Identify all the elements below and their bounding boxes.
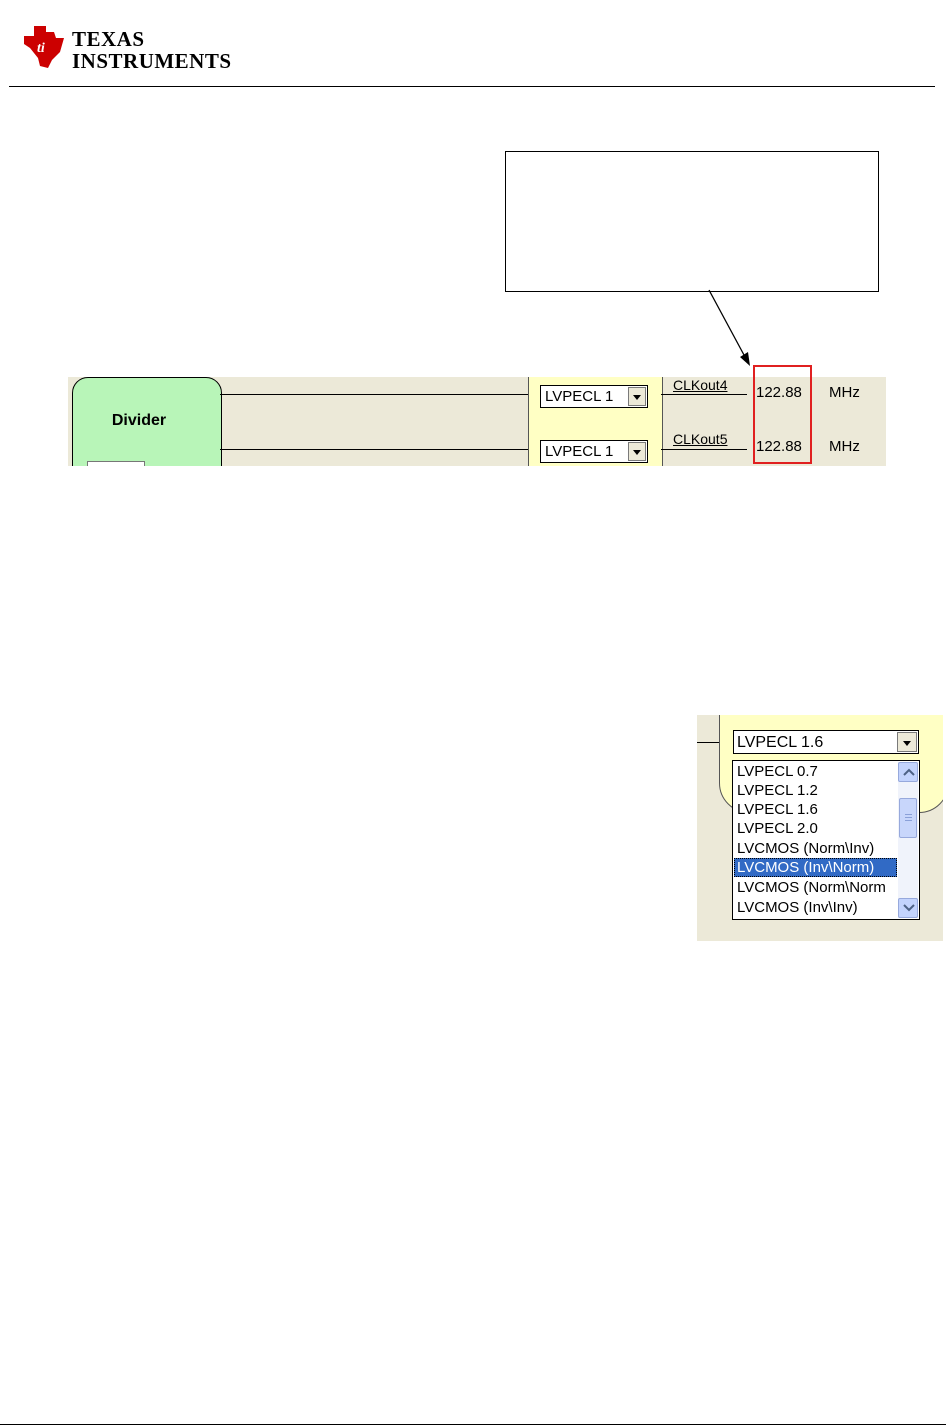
- ti-logo-icon: ti: [24, 26, 64, 68]
- divider-block[interactable]: Divider: [72, 377, 222, 466]
- frequency-highlight-box: [753, 365, 812, 464]
- format-option[interactable]: LVCMOS (Norm\Norm: [737, 879, 886, 896]
- logo-word-instruments: INSTRUMENTS: [72, 49, 232, 73]
- format-combo-value: LVPECL 1.6: [737, 734, 824, 751]
- clkout4-label: CLKout4: [673, 377, 728, 393]
- format-options-list[interactable]: LVPECL 0.7 LVPECL 1.2 LVPECL 1.6 LVPECL …: [732, 760, 920, 920]
- clkout4-line: [661, 394, 747, 395]
- divider-value-field[interactable]: [87, 461, 145, 466]
- callout-arrow: [708, 289, 750, 366]
- format-option[interactable]: LVPECL 1.2: [737, 782, 818, 799]
- format-combo-box[interactable]: LVPECL 1.6: [733, 730, 919, 754]
- format-select-value: LVPECL 1: [545, 443, 614, 460]
- scroll-up-button[interactable]: [898, 762, 918, 782]
- divider-label: Divider: [111, 412, 167, 429]
- clkout5-line: [661, 449, 747, 450]
- format-dropdown-panel: LVPECL 1.6 LVPECL 0.7 LVPECL 1.2 LVPECL …: [697, 715, 943, 941]
- format-select-value: LVPECL 1: [545, 388, 614, 405]
- format-select-clkout4[interactable]: LVPECL 1: [540, 385, 648, 408]
- list-scrollbar[interactable]: [898, 762, 918, 918]
- chevron-down-icon[interactable]: [897, 732, 917, 752]
- scroll-up-icon: [903, 768, 915, 776]
- format-option-highlighted[interactable]: LVCMOS (Inv\Norm): [734, 858, 897, 877]
- signal-line-2: [220, 449, 528, 450]
- scroll-thumb[interactable]: [899, 798, 917, 838]
- clkout5-frequency: 122.88: [756, 438, 802, 455]
- clkout5-label: CLKout5: [673, 431, 728, 447]
- logo-word-texas: TEXAS: [72, 27, 145, 51]
- format-option[interactable]: LVPECL 1.6: [737, 801, 818, 818]
- footer-rule: [0, 1424, 946, 1425]
- ti-logo: ti TEXAS INSTRUMENTS: [20, 22, 240, 74]
- svg-text:ti: ti: [37, 41, 45, 56]
- callout-box: [505, 151, 879, 292]
- clkout4-frequency: 122.88: [756, 384, 802, 401]
- signal-line-left: [697, 742, 733, 743]
- format-option[interactable]: LVPECL 2.0: [737, 820, 818, 837]
- clkout5-unit: MHz: [829, 438, 860, 455]
- format-option[interactable]: LVCMOS (Norm\Inv): [737, 840, 875, 857]
- scroll-down-button[interactable]: [898, 898, 918, 918]
- header-rule: [9, 86, 935, 87]
- format-option[interactable]: LVPECL 0.7: [737, 763, 818, 780]
- scroll-down-icon: [903, 904, 915, 912]
- format-select-clkout5[interactable]: LVPECL 1: [540, 440, 648, 463]
- format-option[interactable]: LVCMOS (Inv\Inv): [737, 899, 858, 916]
- clkout4-unit: MHz: [829, 384, 860, 401]
- signal-line-1: [220, 394, 528, 395]
- clock-output-panel: Divider LVPECL 1 LVPECL 1 CLKout4 CLKout…: [68, 377, 886, 466]
- chevron-down-icon[interactable]: [628, 387, 646, 406]
- chevron-down-icon[interactable]: [628, 442, 646, 461]
